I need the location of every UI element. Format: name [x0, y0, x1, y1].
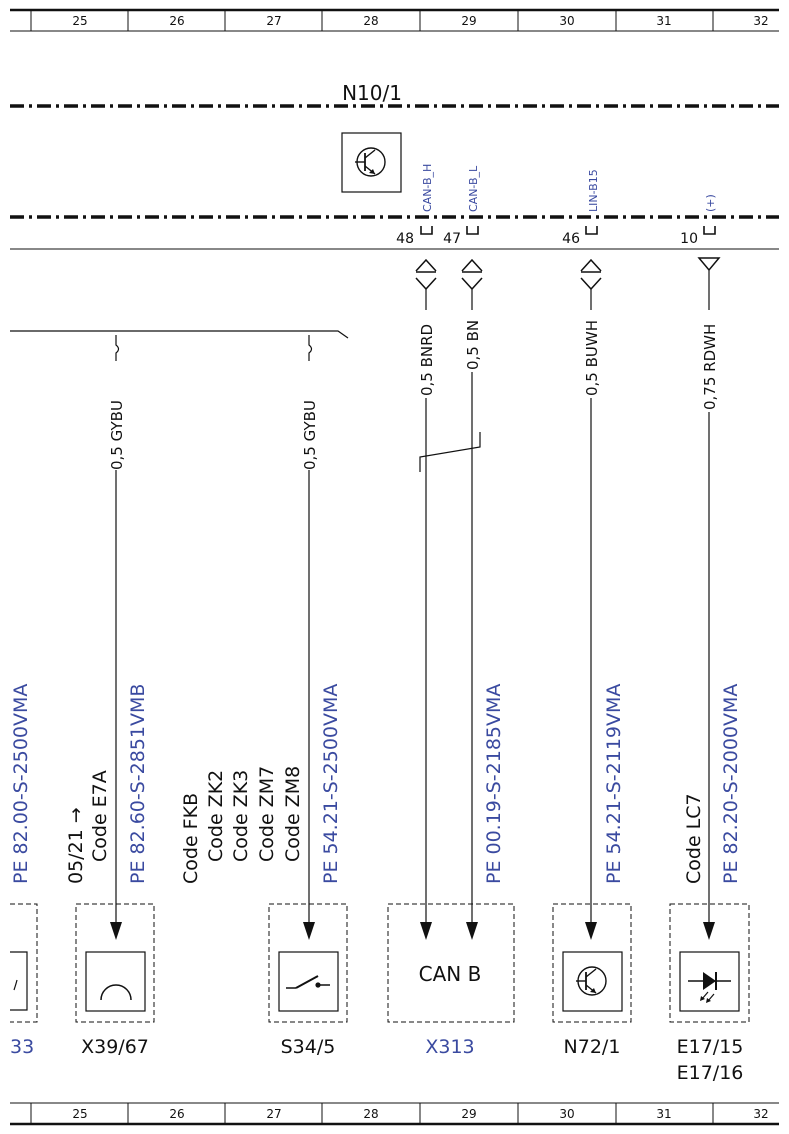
wires [10, 270, 710, 922]
top-ruler-col-30: 30 [559, 14, 574, 28]
code-label-s34-5: Code ZM8 [282, 766, 304, 862]
bottom-ruler-col-26: 26 [169, 1107, 184, 1121]
pin-connectors [420, 226, 716, 235]
wire-label-supply: 0,75 RDWH [701, 324, 719, 410]
wire-label-lin: 0,5 BUWH [583, 320, 601, 396]
pin-number-10: 10 [680, 231, 698, 247]
bottom-ruler-col-29: 29 [461, 1107, 476, 1121]
components [10, 903, 750, 1023]
bottom-ruler-col-31: 31 [656, 1107, 671, 1121]
component-label-s34-5: S34/5 [281, 1036, 336, 1058]
led-icon [679, 951, 740, 1012]
reference-link-n72[interactable]: PE 54.21-S-2119VMA [603, 684, 625, 884]
connector-arc-icon [85, 951, 146, 1012]
top-ruler: 25 26 27 28 29 30 31 32 [10, 8, 779, 32]
code-label-s34-2: Code ZK2 [205, 770, 227, 862]
reference-link-x313[interactable]: PE 00.19-S-2185VMA [483, 684, 505, 884]
pin-number-47: 47 [443, 231, 461, 247]
top-ruler-col-25: 25 [72, 14, 87, 28]
code-label-x39: Code E7A [89, 770, 111, 862]
component-label-e17-16: E17/16 [677, 1062, 744, 1084]
pin-signal-can-b-l: CAN-B_L [467, 165, 480, 212]
component-label-x313[interactable]: X313 [425, 1036, 474, 1058]
pin-number-48: 48 [396, 231, 414, 247]
bottom-ruler-col-27: 27 [266, 1107, 281, 1121]
component-label-left-partial[interactable]: 33 [10, 1036, 34, 1058]
wire-label-x39: 0,5 GYBU [108, 400, 126, 470]
code-label-s34-3: Code ZK3 [230, 770, 252, 862]
signal-direction-markers [415, 257, 721, 291]
switch-icon [278, 951, 339, 1012]
x313-inner-label: CAN B [419, 962, 482, 986]
pin-signal-lin-b15: LIN-B15 [587, 169, 600, 212]
top-ruler-col-27: 27 [266, 14, 281, 28]
code-label-e17: Code LC7 [683, 793, 705, 884]
reference-link-x39[interactable]: PE 82.60-S-2851VMB [127, 684, 149, 884]
bottom-ruler-col-28: 28 [363, 1107, 378, 1121]
reference-link-left[interactable]: PE 82.00-S-2500VMA [10, 684, 32, 884]
reference-link-s34[interactable]: PE 54.21-S-2500VMA [320, 684, 342, 884]
top-ruler-col-28: 28 [363, 14, 378, 28]
transistor-icon [341, 132, 402, 193]
wire-label-can-hi: 0,5 BNRD [418, 324, 436, 396]
code-label-s34-1: Code FKB [180, 793, 202, 884]
wire-arrowheads [110, 922, 715, 940]
transistor-icon [562, 951, 623, 1012]
pin-signal-plus: (+) [704, 194, 717, 212]
top-ruler-col-31: 31 [656, 14, 671, 28]
reference-link-e17[interactable]: PE 82.20-S-2000VMA [720, 684, 742, 884]
wire-label-s34: 0,5 GYBU [301, 400, 319, 470]
pin-signal-can-b-h: CAN-B_H [421, 164, 434, 212]
component-label-e17-15: E17/15 [677, 1036, 744, 1058]
component-label-n72-1: N72/1 [564, 1036, 621, 1058]
top-ruler-col-26: 26 [169, 14, 184, 28]
top-ruler-col-29: 29 [461, 14, 476, 28]
code-label-s34-4: Code ZM7 [256, 766, 278, 862]
wire-label-can-lo: 0,5 BN [464, 320, 482, 370]
control-unit-n10-1: N10/1 [10, 81, 779, 219]
code-date-x39: 05/21 → [65, 807, 87, 884]
bottom-ruler: 25 26 27 28 29 30 31 32 [10, 1102, 779, 1126]
bottom-ruler-col-25: 25 [72, 1107, 87, 1121]
bottom-ruler-col-32: 32 [753, 1107, 768, 1121]
top-ruler-col-32: 32 [753, 14, 768, 28]
component-label-x39-67: X39/67 [81, 1036, 149, 1058]
partial-component-icon [10, 951, 28, 1011]
control-unit-name: N10/1 [342, 81, 402, 105]
bottom-ruler-col-30: 30 [559, 1107, 574, 1121]
pin-number-46: 46 [562, 231, 580, 247]
